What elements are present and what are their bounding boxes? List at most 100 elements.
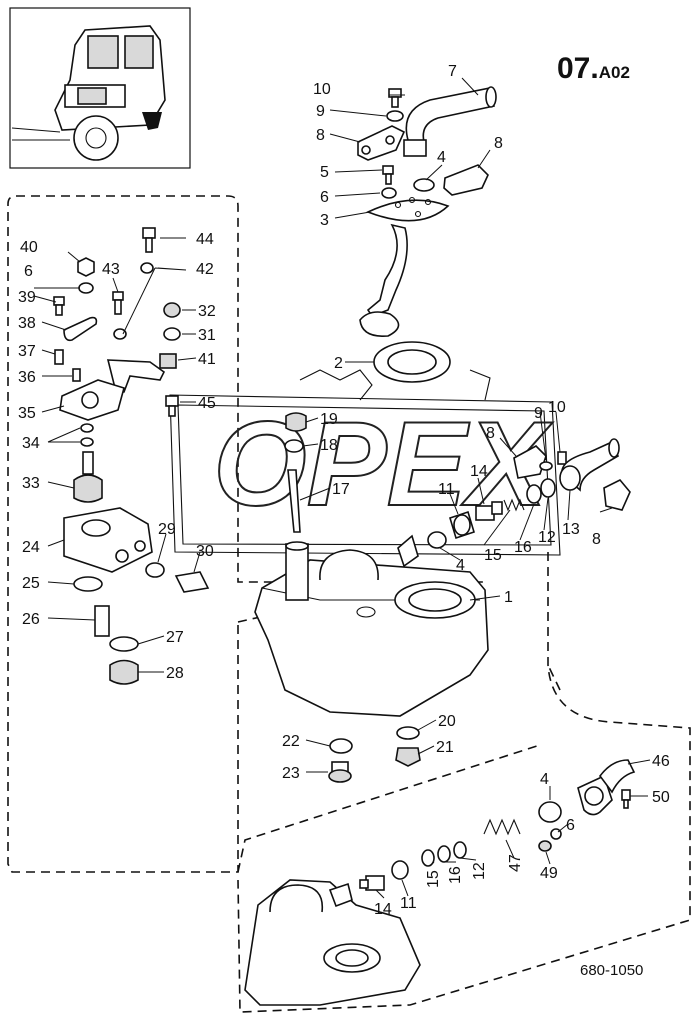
washer-31 [163, 327, 181, 341]
elbow-13 [559, 438, 620, 492]
drawing-number: 680-1050 [580, 962, 644, 979]
section-code-sub: A02 [598, 63, 630, 82]
section-code: 07.A02 [557, 52, 630, 86]
callout-23: 23 [282, 765, 300, 782]
callout-16: 16 [514, 539, 532, 556]
plug-23 [328, 761, 352, 783]
callout-10: 10 [548, 399, 566, 416]
callout-8: 8 [592, 531, 601, 548]
callout-41: 41 [198, 351, 216, 368]
filler-flange-3 [359, 196, 450, 337]
washer-9-right [539, 461, 553, 471]
nut-40 [77, 257, 95, 277]
seal-20 [396, 726, 420, 740]
circlip-42-top [140, 262, 154, 274]
callout-49: 49 [540, 865, 558, 882]
callout-24: 24 [22, 539, 40, 556]
filler-pipe [403, 86, 497, 157]
washer-29 [145, 562, 165, 578]
callout-20: 20 [438, 713, 456, 730]
callout-28: 28 [166, 665, 184, 682]
gear-silhouette [299, 369, 491, 401]
washer-6-left [78, 282, 94, 294]
callout-4: 4 [540, 771, 549, 788]
washers-12-15-16-inset [421, 841, 467, 867]
callout-34: 34 [22, 435, 40, 452]
bracket-38 [63, 316, 98, 342]
gasket-2 [373, 341, 451, 383]
nut-32 [163, 302, 181, 318]
union-30 [174, 571, 210, 593]
callout-11: 11 [438, 481, 455, 498]
bolt-39 [53, 296, 65, 316]
bolt-45 [165, 395, 179, 417]
seal-16 [540, 478, 556, 498]
callout-26: 26 [22, 611, 40, 628]
seal-34-bottom [80, 437, 94, 447]
bolt-5 [382, 165, 394, 185]
clamp-8-left [357, 125, 406, 161]
callout-50: 50 [652, 789, 670, 806]
callout-46: 46 [652, 753, 670, 770]
callout-6: 6 [320, 189, 329, 206]
callout-29: 29 [158, 521, 176, 538]
callout-2: 2 [334, 355, 343, 372]
pin-36 [72, 368, 81, 382]
seal-4-right [427, 531, 447, 549]
callout-33: 33 [22, 475, 40, 492]
callout-40: 40 [20, 239, 38, 256]
pin-37 [54, 349, 64, 365]
callout-15: 15 [425, 870, 442, 888]
callout-38: 38 [18, 315, 36, 332]
callout-36: 36 [18, 369, 36, 386]
callout-44: 44 [196, 231, 214, 248]
inset-boundary [237, 664, 561, 873]
callout-4: 4 [456, 557, 465, 574]
washer-9-top [386, 110, 404, 122]
callout-30: 30 [196, 543, 214, 560]
callout-47: 47 [507, 854, 524, 872]
bolt-44 [142, 227, 156, 253]
circlip-42-mid [113, 328, 127, 340]
callout-6: 6 [566, 817, 575, 834]
bolt-10-right [557, 451, 567, 465]
clamp-8-right [443, 164, 489, 196]
spring-15 [503, 498, 525, 512]
thermostat-group-boundary [7, 195, 488, 873]
callout-13: 13 [562, 521, 580, 538]
adapter-11 [449, 510, 475, 540]
seal-4-top [413, 178, 435, 192]
callout-6: 6 [24, 263, 33, 280]
sleeve-26 [94, 605, 110, 637]
bolt-50 [621, 789, 631, 809]
thermostat-33 [73, 451, 103, 503]
callout-18: 18 [320, 437, 338, 454]
seal-34-top [80, 423, 94, 433]
washer-12 [526, 484, 542, 504]
elbow-46 [577, 759, 636, 816]
nut-49 [538, 840, 552, 852]
cap-19 [285, 412, 307, 432]
callout-37: 37 [18, 343, 36, 360]
callout-32: 32 [198, 303, 216, 320]
callout-labels: 7 10 9 8 4 8 5 6 3 2 44 40 43 42 6 39 32… [18, 63, 670, 918]
callout-19: 19 [320, 411, 338, 428]
background-frame [169, 394, 561, 556]
callout-10: 10 [313, 81, 331, 98]
spring-47 [483, 818, 521, 836]
callout-1: 1 [504, 589, 513, 606]
callout-12: 12 [538, 529, 556, 546]
callout-31: 31 [198, 327, 216, 344]
callout-14: 14 [470, 463, 488, 480]
adapter-11-inset [391, 860, 409, 880]
housing-24 [63, 507, 153, 573]
callout-14: 14 [374, 901, 392, 918]
washer-6-top [381, 187, 397, 199]
callout-21: 21 [436, 739, 454, 756]
cap-28 [109, 659, 139, 685]
seal-18 [284, 439, 304, 453]
seal-4-inset [538, 801, 562, 823]
callout-12: 12 [471, 862, 488, 880]
fitting-14-inset [359, 875, 385, 891]
